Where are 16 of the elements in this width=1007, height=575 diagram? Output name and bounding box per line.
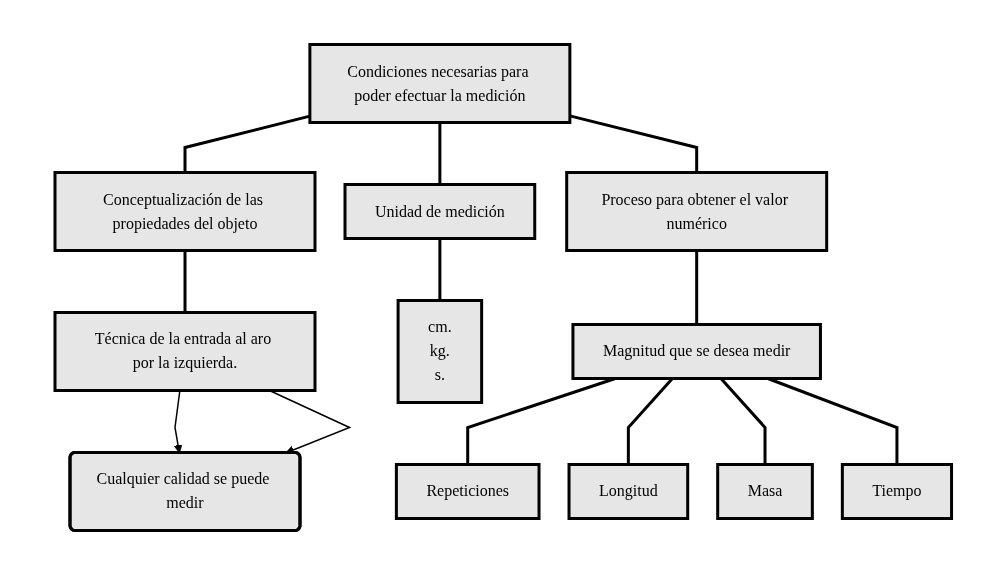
connector xyxy=(695,250,699,325)
node-box: Proceso para obtener el valor numérico xyxy=(565,171,829,252)
connector xyxy=(438,122,442,185)
node-box: Técnica de la entrada al aro por la izquierda. xyxy=(53,311,317,392)
node-box: Condiciones necesarias para poder efectuar la medición xyxy=(308,43,572,124)
node-box: cm. kg. s. xyxy=(396,299,484,404)
connector xyxy=(183,250,187,313)
node-box: Repeticiones xyxy=(395,463,541,520)
node-box: Longitud xyxy=(567,463,690,520)
connector xyxy=(183,114,311,173)
node-box: Conceptualización de las propiedades del objeto xyxy=(53,171,317,252)
node-box: Magnitud que se desea medir xyxy=(571,323,823,380)
connector xyxy=(438,238,442,301)
node-box: Unidad de medición xyxy=(343,183,537,240)
node-box: Masa xyxy=(716,463,815,520)
node-box: Tiempo xyxy=(841,463,954,520)
